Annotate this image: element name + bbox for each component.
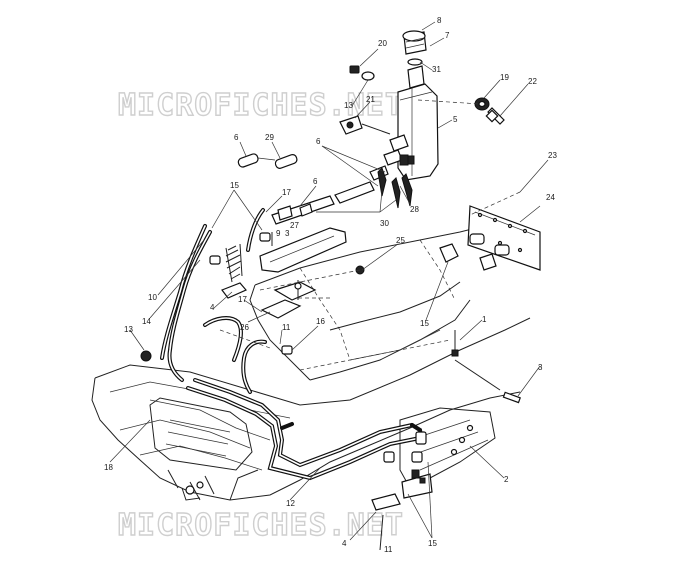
coolant-reservoir: [383, 30, 439, 181]
callout-29: 29: [265, 133, 274, 142]
callout-13-b: 13: [124, 325, 133, 334]
mounting-plate: [439, 205, 541, 271]
callout-7: 7: [445, 31, 450, 40]
callout-25: 25: [396, 236, 405, 245]
watermark-top: MICROFICHES.NET: [118, 88, 404, 123]
callout-30: 30: [380, 219, 389, 228]
fittings: [221, 227, 347, 319]
spring: [225, 243, 243, 283]
callout-27: 27: [290, 221, 299, 230]
bracket-15-lower: [383, 431, 433, 499]
clamps-28-30: [377, 167, 413, 209]
callout-3-a: 3: [285, 229, 290, 238]
callout-20: 20: [378, 39, 387, 48]
watermark-bottom: MICROFICHES.NET: [118, 508, 404, 543]
callout-5: 5: [453, 115, 458, 124]
hose-clamps: [140, 232, 365, 362]
callout-6-b: 6: [316, 137, 321, 146]
callout-11-a: 11: [282, 323, 291, 332]
callout-26: 26: [240, 323, 249, 332]
callout-6-a: 6: [234, 133, 239, 142]
bracket-21: [339, 115, 391, 135]
coolant-hoses: [160, 208, 424, 481]
callout-19: 19: [500, 73, 509, 82]
callout-9: 9: [276, 229, 281, 238]
callout-15-c: 15: [428, 539, 437, 548]
callout-13-top: 13: [344, 101, 353, 110]
callout-17-b: 17: [238, 295, 247, 304]
side-rail: [399, 407, 496, 489]
callout-24: 24: [546, 193, 555, 202]
callout-2: 2: [504, 475, 509, 484]
callout-22: 22: [528, 77, 537, 86]
bolt-19-22: [474, 97, 505, 125]
callout-28: 28: [410, 205, 419, 214]
leader-lines: [109, 21, 549, 541]
callout-4-a: 4: [210, 303, 215, 312]
callout-16: 16: [316, 317, 325, 326]
callout-labels: 20 8 7 31 19 22 13 21 5 6 29 6 6 28 15 1…: [104, 16, 557, 554]
callout-15-b: 15: [420, 319, 429, 328]
callout-1: 1: [482, 315, 487, 324]
chassis: [91, 317, 531, 501]
callout-3-b: 3: [538, 363, 543, 372]
callout-6-c: 6: [313, 177, 318, 186]
callout-23: 23: [548, 151, 557, 160]
callout-14: 14: [142, 317, 151, 326]
callout-21: 21: [366, 95, 375, 104]
bolts-misc: [271, 232, 521, 551]
callout-15-a: 15: [230, 181, 239, 190]
callout-12: 12: [286, 499, 295, 508]
callout-17-a: 17: [282, 188, 291, 197]
callout-11-b: 11: [384, 545, 393, 554]
callout-10: 10: [148, 293, 157, 302]
callout-4-b: 4: [342, 539, 347, 548]
callout-18: 18: [104, 463, 113, 472]
callout-31: 31: [432, 65, 441, 74]
hardware-top: [349, 65, 375, 81]
callout-8: 8: [437, 16, 442, 25]
